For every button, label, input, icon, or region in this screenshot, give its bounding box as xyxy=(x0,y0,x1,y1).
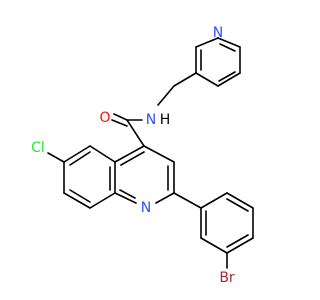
atom-label-oxygen: O xyxy=(99,110,110,126)
bond xyxy=(217,37,241,48)
bond xyxy=(195,72,219,87)
bond xyxy=(47,152,65,163)
bond xyxy=(126,119,145,147)
bond xyxy=(173,72,197,87)
bond xyxy=(226,237,254,254)
double-bond-inner xyxy=(69,151,91,166)
molecule-canvas: N N H O N Cl Br xyxy=(31,25,254,286)
bromophenyl-ring xyxy=(200,192,254,254)
double-bond-inner xyxy=(111,119,128,127)
double-bond-inner xyxy=(119,189,136,199)
bond xyxy=(114,192,137,204)
bond xyxy=(157,85,175,106)
bond xyxy=(155,192,175,204)
double-bond-inner xyxy=(226,234,249,248)
bond xyxy=(113,113,128,121)
bond xyxy=(114,145,145,163)
double-bond-inner xyxy=(120,151,145,166)
bond xyxy=(63,145,91,163)
bond xyxy=(173,192,202,209)
quinoline-ring xyxy=(63,145,175,209)
bond xyxy=(143,145,175,163)
atom-label-quinoline-nitrogen: N xyxy=(141,200,151,216)
atom-label-amide-hydrogen: H xyxy=(160,112,171,128)
double-bond-inner xyxy=(219,43,236,52)
double-bond-inner xyxy=(69,189,91,203)
bond xyxy=(200,237,228,254)
atom-label-amide-nitrogen: N xyxy=(146,112,156,128)
atom-label-pyridine-nitrogen: N xyxy=(213,25,223,41)
molecule-structure: N N H O N Cl Br xyxy=(31,25,254,286)
bond xyxy=(63,192,91,209)
double-bond-inner xyxy=(218,71,236,82)
bond xyxy=(195,37,219,48)
bond xyxy=(217,72,241,87)
bond xyxy=(226,192,254,209)
atom-label-chlorine: Cl xyxy=(31,140,45,156)
bond xyxy=(200,192,228,209)
bond xyxy=(89,192,116,209)
bond xyxy=(89,145,116,163)
pyridine-ring xyxy=(195,37,241,87)
atom-label-bromine: Br xyxy=(219,270,235,286)
double-bond-inner xyxy=(226,198,249,212)
